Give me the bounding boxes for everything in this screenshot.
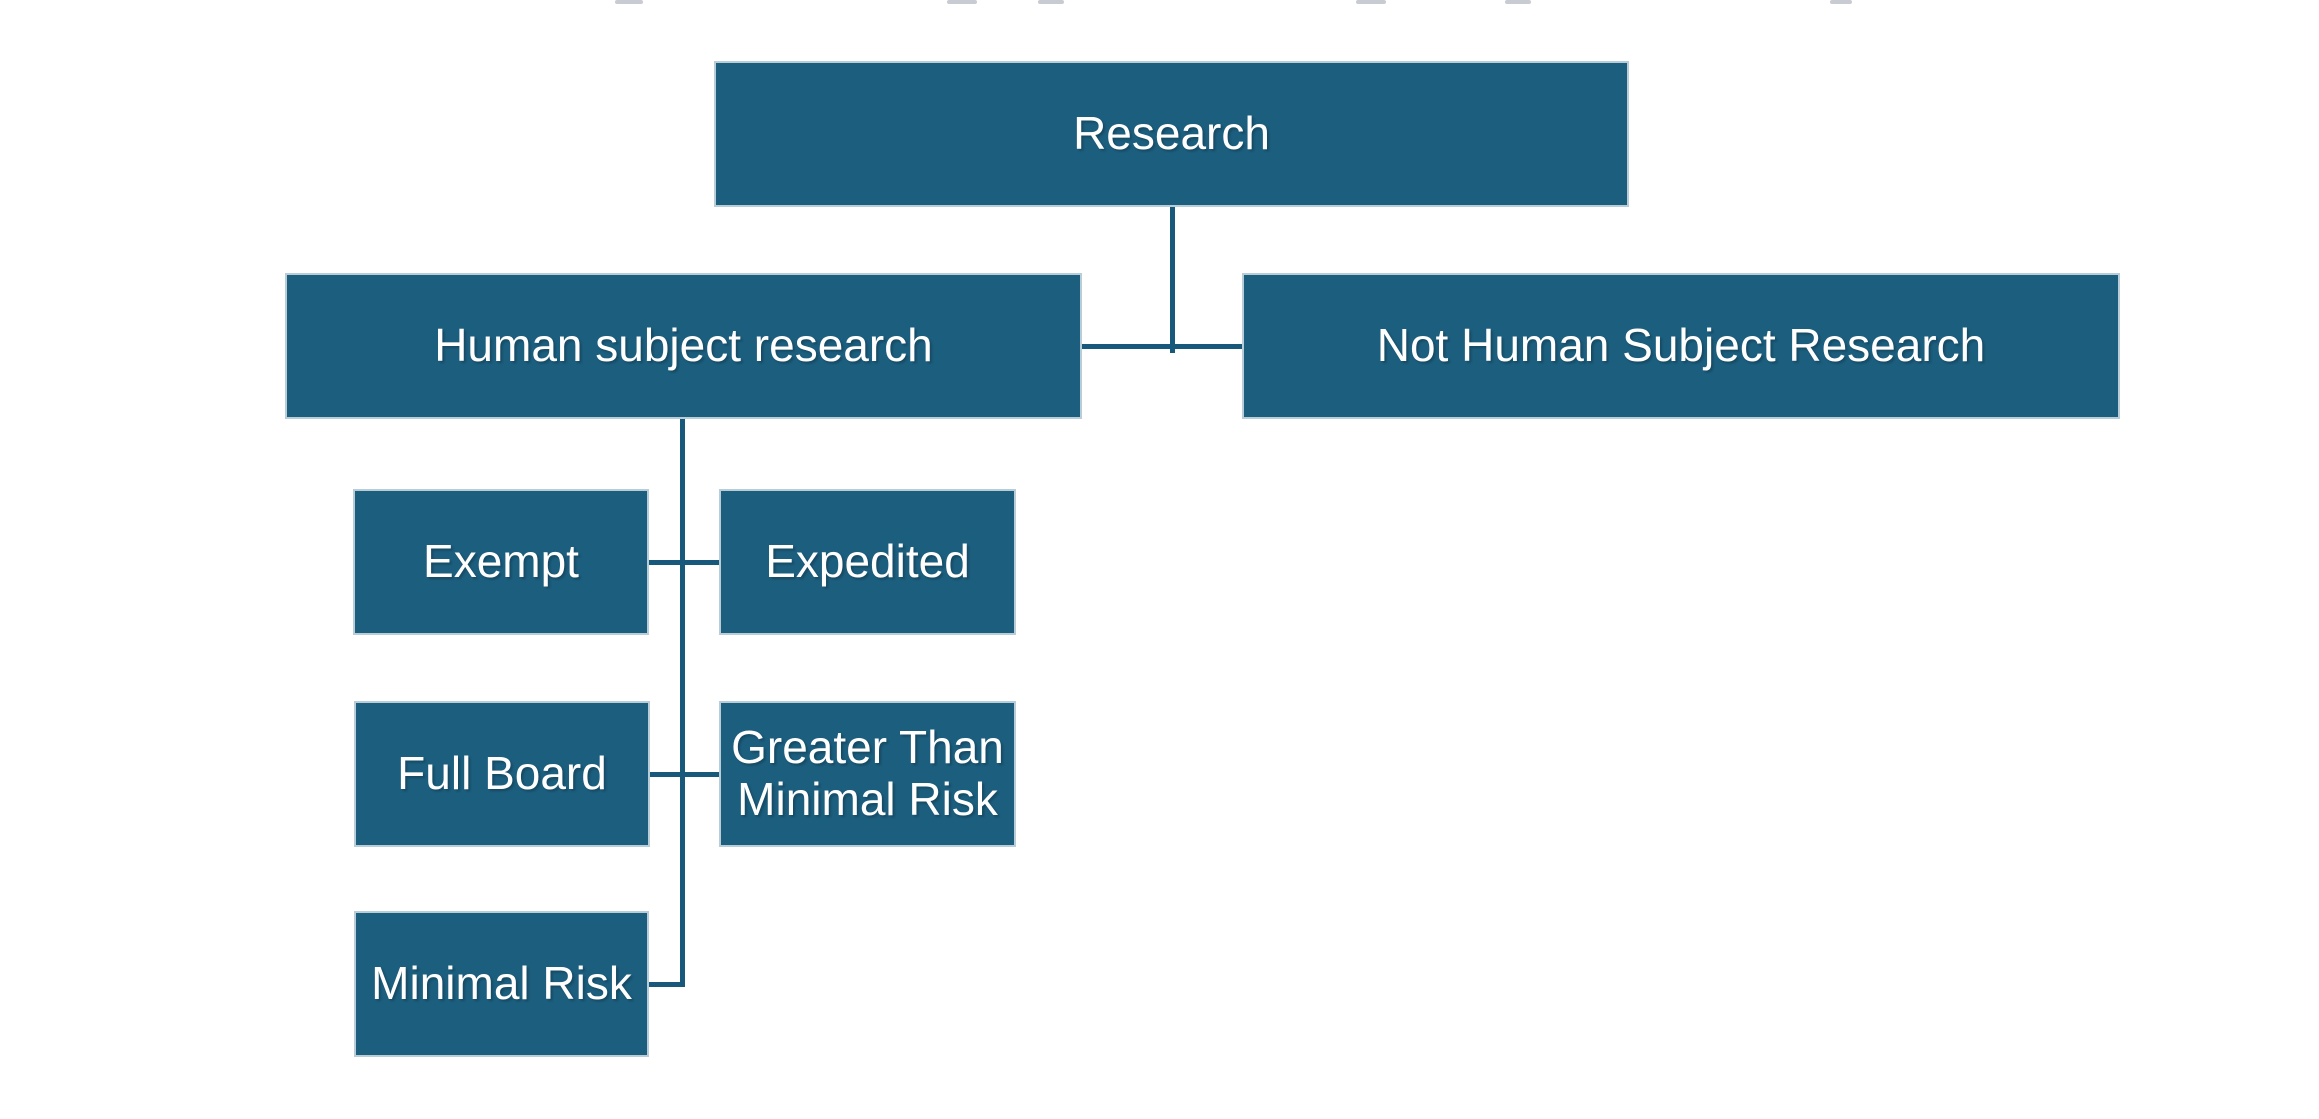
fullboard-gtmr-link	[650, 772, 719, 777]
node-label: Full Board	[397, 747, 607, 800]
exempt-expedited-link	[649, 560, 719, 565]
node-minimal-risk: Minimal Risk	[354, 911, 649, 1057]
minimalrisk-trunk-link	[649, 982, 685, 987]
cropped-text-fragment	[947, 0, 977, 4]
node-label: Expedited	[765, 535, 970, 588]
hsr-trunk-line	[680, 419, 685, 987]
node-not-human-subject-research: Not Human Subject Research	[1242, 273, 2120, 419]
hsr-nhsr-link	[1082, 344, 1242, 349]
node-label: Exempt	[423, 535, 579, 588]
cropped-text-fragment	[1038, 0, 1064, 4]
node-label: Greater Than Minimal Risk	[731, 721, 1004, 825]
node-human-subject-research: Human subject research	[285, 273, 1082, 419]
cropped-text-fragment	[1505, 0, 1531, 4]
node-greater-than-minimal-risk: Greater Than Minimal Risk	[719, 701, 1016, 847]
cropped-text-fragment	[1356, 0, 1386, 4]
research-drop-line	[1170, 207, 1175, 353]
node-label: Research	[1073, 107, 1270, 160]
node-exempt: Exempt	[353, 489, 649, 635]
node-research: Research	[714, 61, 1629, 207]
cropped-text-fragment	[615, 0, 643, 4]
cropped-text-fragment	[1830, 0, 1852, 4]
node-label: Human subject research	[434, 319, 933, 372]
node-label: Minimal Risk	[371, 957, 632, 1010]
node-label: Not Human Subject Research	[1376, 319, 1986, 372]
node-full-board: Full Board	[354, 701, 650, 847]
node-expedited: Expedited	[719, 489, 1016, 635]
